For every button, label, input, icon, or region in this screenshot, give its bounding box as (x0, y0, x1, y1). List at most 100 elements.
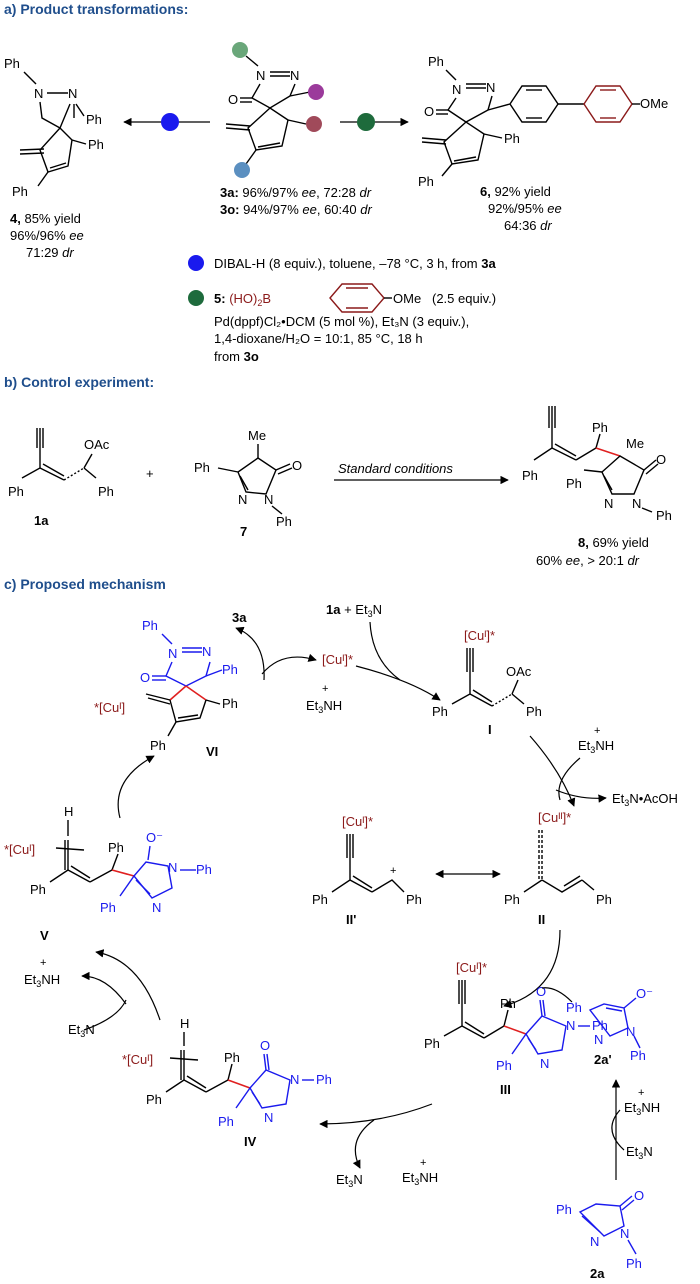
svg-text:N: N (290, 68, 299, 83)
label-3a-out: 3a (232, 610, 247, 625)
svg-text:O: O (292, 458, 302, 473)
svg-text:Ph: Ph (196, 862, 212, 877)
et3nh-top: Et3NH (306, 698, 342, 715)
plus-et3nh-left: + (40, 957, 46, 969)
svg-text:Me: Me (248, 428, 266, 443)
svg-text:[Cuᴵ]*: [Cuᴵ]* (464, 628, 495, 643)
svg-text:*[Cuᴵ]: *[Cuᴵ] (94, 700, 125, 715)
intermediate-III: [Cuᴵ]* Ph Ph O N Ph N Ph III (424, 960, 608, 1097)
svg-text:Ph: Ph (556, 1202, 572, 1217)
intermediate-I: [Cuᴵ]* Ph OAc Ph I (432, 628, 542, 737)
substrate-3-structure: N N O (225, 42, 324, 178)
svg-text:N: N (626, 1024, 635, 1039)
svg-text:N: N (540, 1056, 549, 1071)
svg-text:N: N (34, 86, 43, 101)
svg-text:4, 85% yield: 4, 85% yield (10, 211, 81, 226)
reagents-top: 1a + Et3N (326, 602, 382, 619)
svg-text:II: II (538, 912, 545, 927)
svg-text:Ph: Ph (100, 900, 116, 915)
svg-text:II': II' (346, 912, 356, 927)
plus-et3nh-bottom: + (420, 1157, 426, 1169)
arrow-1a-in (369, 621, 401, 681)
svg-text:Ph: Ph (596, 892, 612, 907)
svg-text:Ph: Ph (592, 420, 608, 435)
plus-et3nh-2a: + (638, 1087, 644, 1099)
svg-text:[Cuᴵ]*: [Cuᴵ]* (456, 960, 487, 975)
svg-text:1,4-dioxane/H₂O = 10:1, 85 °C,: 1,4-dioxane/H₂O = 10:1, 85 °C, 18 h (214, 331, 423, 346)
svg-text:Ph: Ph (418, 174, 434, 189)
svg-text:N: N (604, 496, 613, 511)
svg-text:O: O (656, 452, 666, 467)
svg-text:64:36 dr: 64:36 dr (504, 218, 552, 233)
reactant-1a: Ph OAc Ph 1a (8, 428, 114, 528)
svg-text:N: N (594, 1032, 603, 1047)
svg-text:Ph: Ph (566, 1000, 582, 1015)
svg-text:Me: Me (626, 436, 644, 451)
svg-text:Ph: Ph (312, 892, 328, 907)
svg-text:60% ee, > 20:1 dr: 60% ee, > 20:1 dr (536, 553, 640, 568)
svg-text:(2.5 equiv.): (2.5 equiv.) (432, 291, 496, 306)
arrow-I-to-II (529, 735, 576, 807)
svg-text:H: H (64, 804, 73, 819)
svg-text:I: I (488, 722, 492, 737)
svg-text:Ph: Ph (566, 476, 582, 491)
svg-text:DIBAL-H (8 equiv.), toluene, –: DIBAL-H (8 equiv.), toluene, –78 °C, 3 h… (214, 256, 496, 271)
et3n-left: Et3N (68, 1022, 95, 1039)
svg-text:O: O (634, 1188, 644, 1203)
svg-text:N: N (290, 1072, 299, 1087)
svg-text:Ph: Ph (222, 696, 238, 711)
steel-dot-substituent (234, 162, 250, 178)
product-4-structure: Ph N N Ph Ph Ph (4, 56, 104, 199)
svg-text:III: III (500, 1082, 511, 1097)
intermediate-IV: H *[Cuᴵ] Ph Ph O N Ph N Ph IV (122, 1016, 332, 1149)
svg-text:OAc: OAc (506, 664, 532, 679)
svg-text:Pd(dppf)Cl₂•DCM (5 mol %), Et₃: Pd(dppf)Cl₂•DCM (5 mol %), Et₃N (3 equiv… (214, 314, 469, 329)
intermediate-V: H *[Cuᴵ] Ph Ph O⁻ N Ph N Ph V (4, 804, 212, 943)
svg-text:OMe: OMe (640, 96, 668, 111)
svg-text:Ph: Ph (500, 996, 516, 1011)
svg-text:N: N (264, 492, 273, 507)
svg-text:Ph: Ph (4, 56, 20, 71)
svg-text:N: N (256, 68, 265, 83)
arrow-2ap-in (541, 987, 573, 1003)
intermediate-II: [Cuᴵᴵ]* Ph Ph II (504, 810, 612, 927)
arrow-III-to-IV (319, 1103, 433, 1129)
section-title-a: a) Product transformations: (4, 1, 188, 17)
svg-text:O: O (424, 104, 434, 119)
svg-text:Ph: Ph (86, 112, 102, 127)
svg-text:*[Cuᴵ]: *[Cuᴵ] (4, 842, 35, 857)
svg-text:N: N (264, 1110, 273, 1125)
svg-text:N: N (238, 492, 247, 507)
svg-text:Ph: Ph (526, 704, 542, 719)
svg-text:OMe: OMe (393, 291, 421, 306)
svg-text:Ph: Ph (428, 54, 444, 69)
svg-text:2a: 2a (590, 1266, 605, 1281)
green-dot-reagent-marker (357, 113, 375, 131)
svg-text:O: O (260, 1038, 270, 1053)
svg-text:7: 7 (240, 524, 247, 539)
arrow-IV-to-V (95, 949, 161, 1021)
arrow-et3nh-in (558, 757, 581, 801)
section-title-b: b) Control experiment: (4, 374, 154, 390)
product-4-caption: 4, 85% yield 96%/96% ee 71:29 dr (10, 211, 84, 260)
arrow-V-to-VI (117, 755, 155, 819)
cu-catalyst-center: [Cuᴵ]* (322, 652, 353, 667)
svg-text:Ph: Ph (142, 618, 158, 633)
svg-text:3a: 96%/97% ee, 72:28 dr: 3a: 96%/97% ee, 72:28 dr (220, 185, 372, 200)
svg-text:71:29 dr: 71:29 dr (26, 245, 74, 260)
svg-text:N: N (452, 82, 461, 97)
svg-text:Ph: Ph (218, 1114, 234, 1129)
svg-text:Ph: Ph (504, 892, 520, 907)
condition-blue: DIBAL-H (8 equiv.), toluene, –78 °C, 3 h… (188, 255, 496, 271)
svg-text:Ph: Ph (8, 484, 24, 499)
svg-text:Ph: Ph (146, 1092, 162, 1107)
et3n-bottom: Et3N (336, 1172, 363, 1189)
svg-text:6, 92% yield: 6, 92% yield (480, 184, 551, 199)
svg-text:O⁻: O⁻ (636, 986, 653, 1001)
svg-text:N: N (152, 900, 161, 915)
arrow-cat-regeneration (261, 653, 317, 675)
svg-text:N: N (620, 1226, 629, 1241)
blue-dot-reagent-marker (161, 113, 179, 131)
svg-text:+: + (390, 865, 396, 877)
